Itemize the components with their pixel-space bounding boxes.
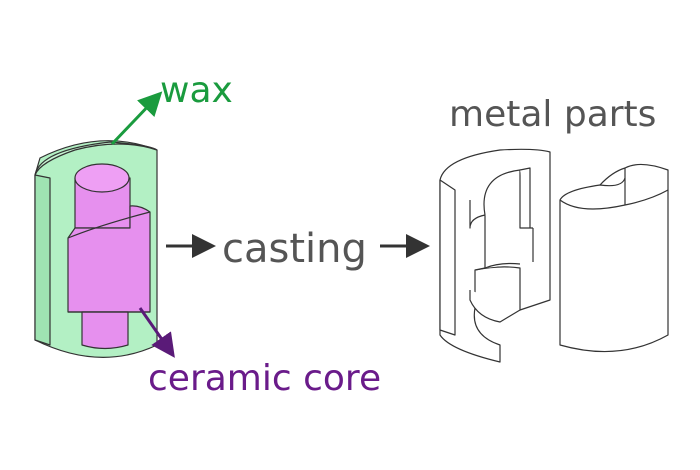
wax-pattern: [34, 140, 158, 358]
metal-part-left: [439, 148, 551, 363]
metal-parts-label: metal parts: [449, 94, 656, 135]
metal-part-right: [559, 163, 669, 353]
ceramic-core: [67, 163, 151, 350]
wax-top-surface: [34, 141, 158, 176]
wax-label: wax: [160, 70, 233, 111]
ceramic-core-arrow: [138, 307, 175, 358]
casting-label: casting: [222, 226, 367, 272]
ceramic-core-label: ceramic core: [148, 358, 381, 399]
wax-arrow: [110, 91, 163, 146]
wax-cut-face: [34, 174, 51, 346]
